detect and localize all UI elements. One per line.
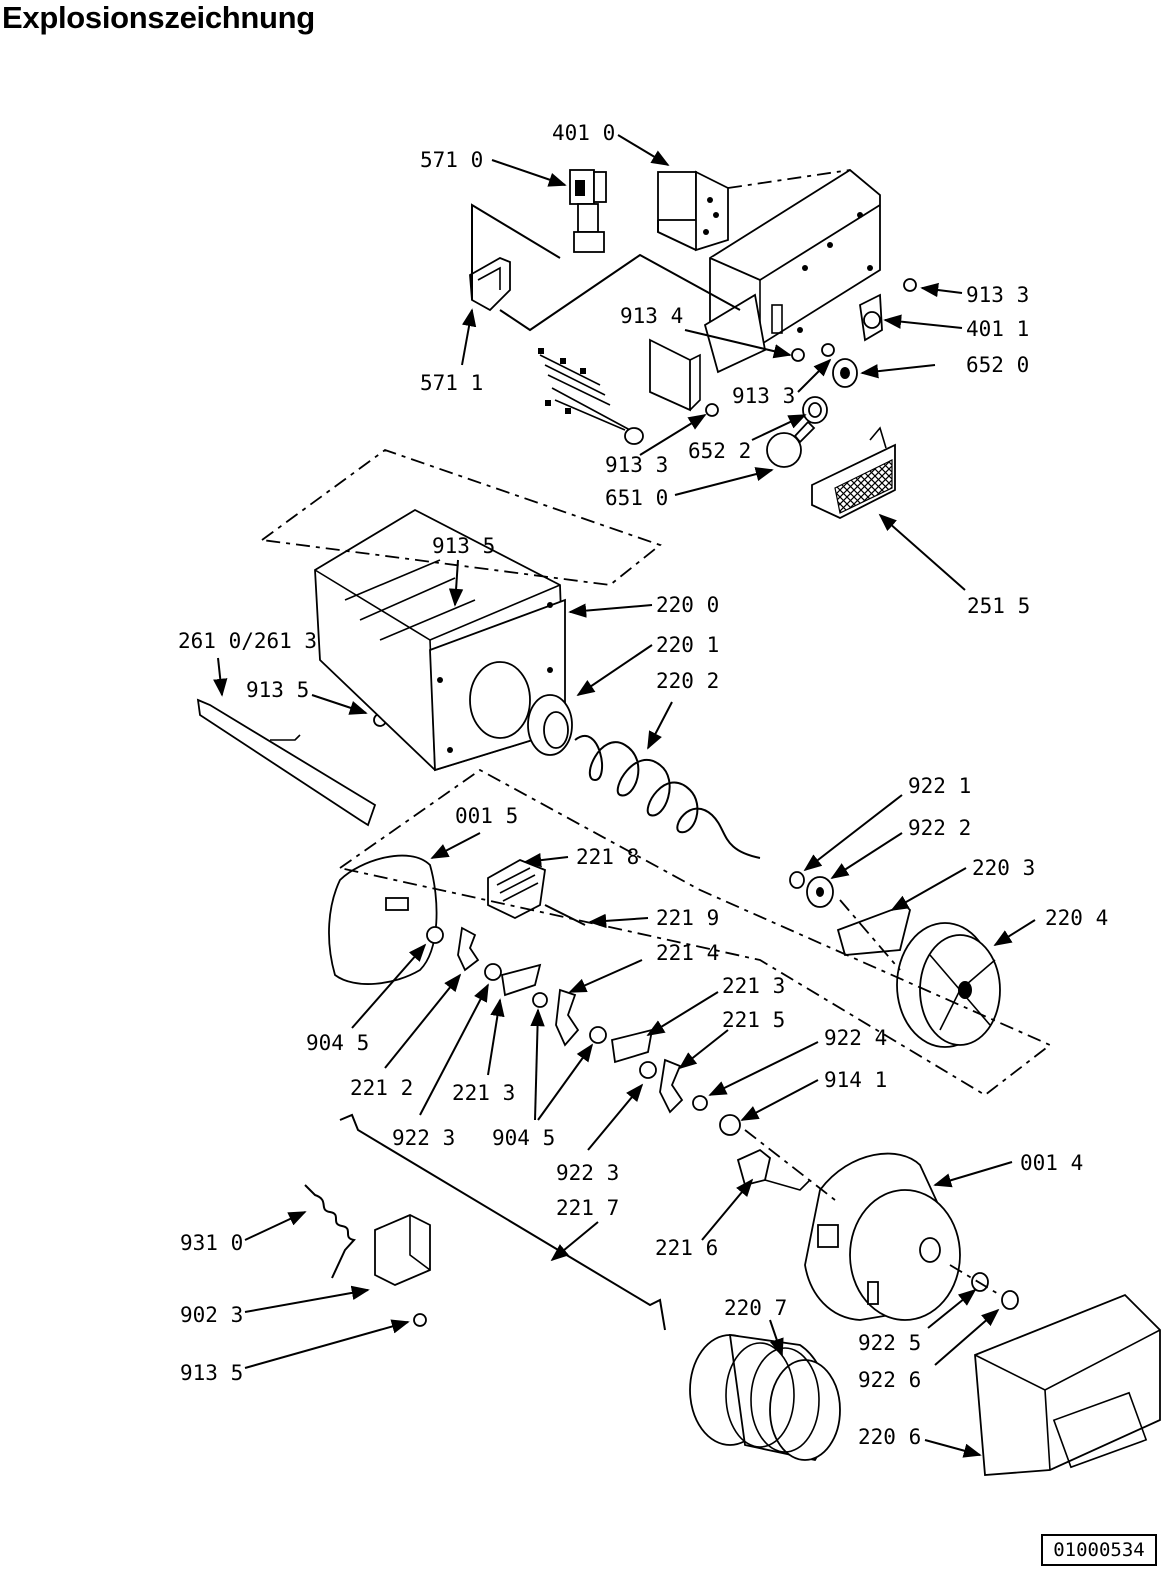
callout-label: 001 5 [455,804,518,828]
callout-label: 001 4 [1020,1151,1083,1175]
callout-label: 652 0 [966,353,1029,377]
callout-label: 922 6 [858,1368,921,1392]
callout-label: 221 9 [656,906,719,930]
part-spring [304,1184,356,1279]
part-bulb [766,420,816,468]
part-washers-upper [789,871,834,908]
part-crusher-block [487,859,546,920]
callout-labels: 401 0 571 0 913 3 913 4 401 1 652 0 571 … [178,121,1108,1449]
callout-label: 651 0 [605,486,668,510]
part-plate [836,903,911,956]
callout-label: 220 7 [724,1296,787,1320]
part-crusher-stack [426,926,741,1136]
callout-label: 922 4 [824,1026,887,1050]
part-motor-cover [974,1293,1161,1476]
leader-arrows [213,134,1036,1458]
part-bearing [527,694,573,756]
callout-label: 251 5 [967,594,1030,618]
callout-label: 913 5 [246,678,309,702]
callout-label: 904 5 [306,1031,369,1055]
callout-label: 221 7 [556,1196,619,1220]
callout-label: 221 4 [656,941,719,965]
document-number: 01000534 [1041,1534,1157,1566]
part-switch [569,169,607,253]
callout-label: 902 3 [180,1303,243,1327]
callout-label: 221 5 [722,1008,785,1032]
callout-label: 220 4 [1045,906,1108,930]
callout-label: 221 6 [655,1236,718,1260]
page-title: Explosionszeichnung [2,0,315,35]
callout-label: 571 1 [420,371,483,395]
callout-label: 913 4 [620,304,683,328]
part-disc [328,854,438,985]
callout-label: 914 1 [824,1068,887,1092]
callout-label: 571 0 [420,148,483,172]
callout-label: 220 3 [972,856,1035,880]
callout-label: 221 2 [350,1076,413,1100]
callout-label: 922 5 [858,1331,921,1355]
callout-label: 922 2 [908,816,971,840]
part-control-housing [703,168,881,374]
part-auger-spring [574,735,761,859]
callout-label: 904 5 [492,1126,555,1150]
callout-label: 931 0 [180,1231,243,1255]
part-rod [339,1113,666,1331]
part-lamp-cover [811,426,896,520]
callout-label: 221 8 [576,845,639,869]
part-small-bracket [374,1214,431,1286]
callout-label: 922 3 [392,1126,455,1150]
callout-label: 922 1 [908,774,971,798]
part-shaft [544,904,586,926]
callout-label: 913 5 [180,1361,243,1385]
callout-label: 220 2 [656,669,719,693]
assembly-lines [259,169,1052,1296]
callout-label: 401 0 [552,121,615,145]
callout-label: 261 0/261 3 [178,629,317,653]
callout-label: 652 2 [688,439,751,463]
callout-label: 401 1 [966,317,1029,341]
callout-label: 922 3 [556,1161,619,1185]
callout-label: 220 1 [656,633,719,657]
part-wire-harness [538,348,644,445]
part-motor-housing [804,1152,961,1321]
callout-label: 220 6 [858,1425,921,1449]
part-screws [373,278,917,1327]
callout-label: 913 3 [966,283,1029,307]
part-clip [859,293,883,342]
callout-label: 913 3 [605,453,668,477]
part-lamp-socket [832,358,858,388]
callout-label: 913 5 [432,534,495,558]
callout-label: 221 3 [452,1081,515,1105]
part-boot [689,1333,841,1462]
callout-label: 913 3 [732,384,795,408]
part-relay [657,170,729,252]
callout-label: 221 3 [722,974,785,998]
part-wheel [896,922,1001,1048]
callout-label: 220 0 [656,593,719,617]
part-switch-bracket [469,203,741,332]
parts-group [196,168,1161,1476]
part-rail [196,698,377,827]
part-cover-plate [649,338,701,412]
part-lamp-ring [802,396,828,424]
